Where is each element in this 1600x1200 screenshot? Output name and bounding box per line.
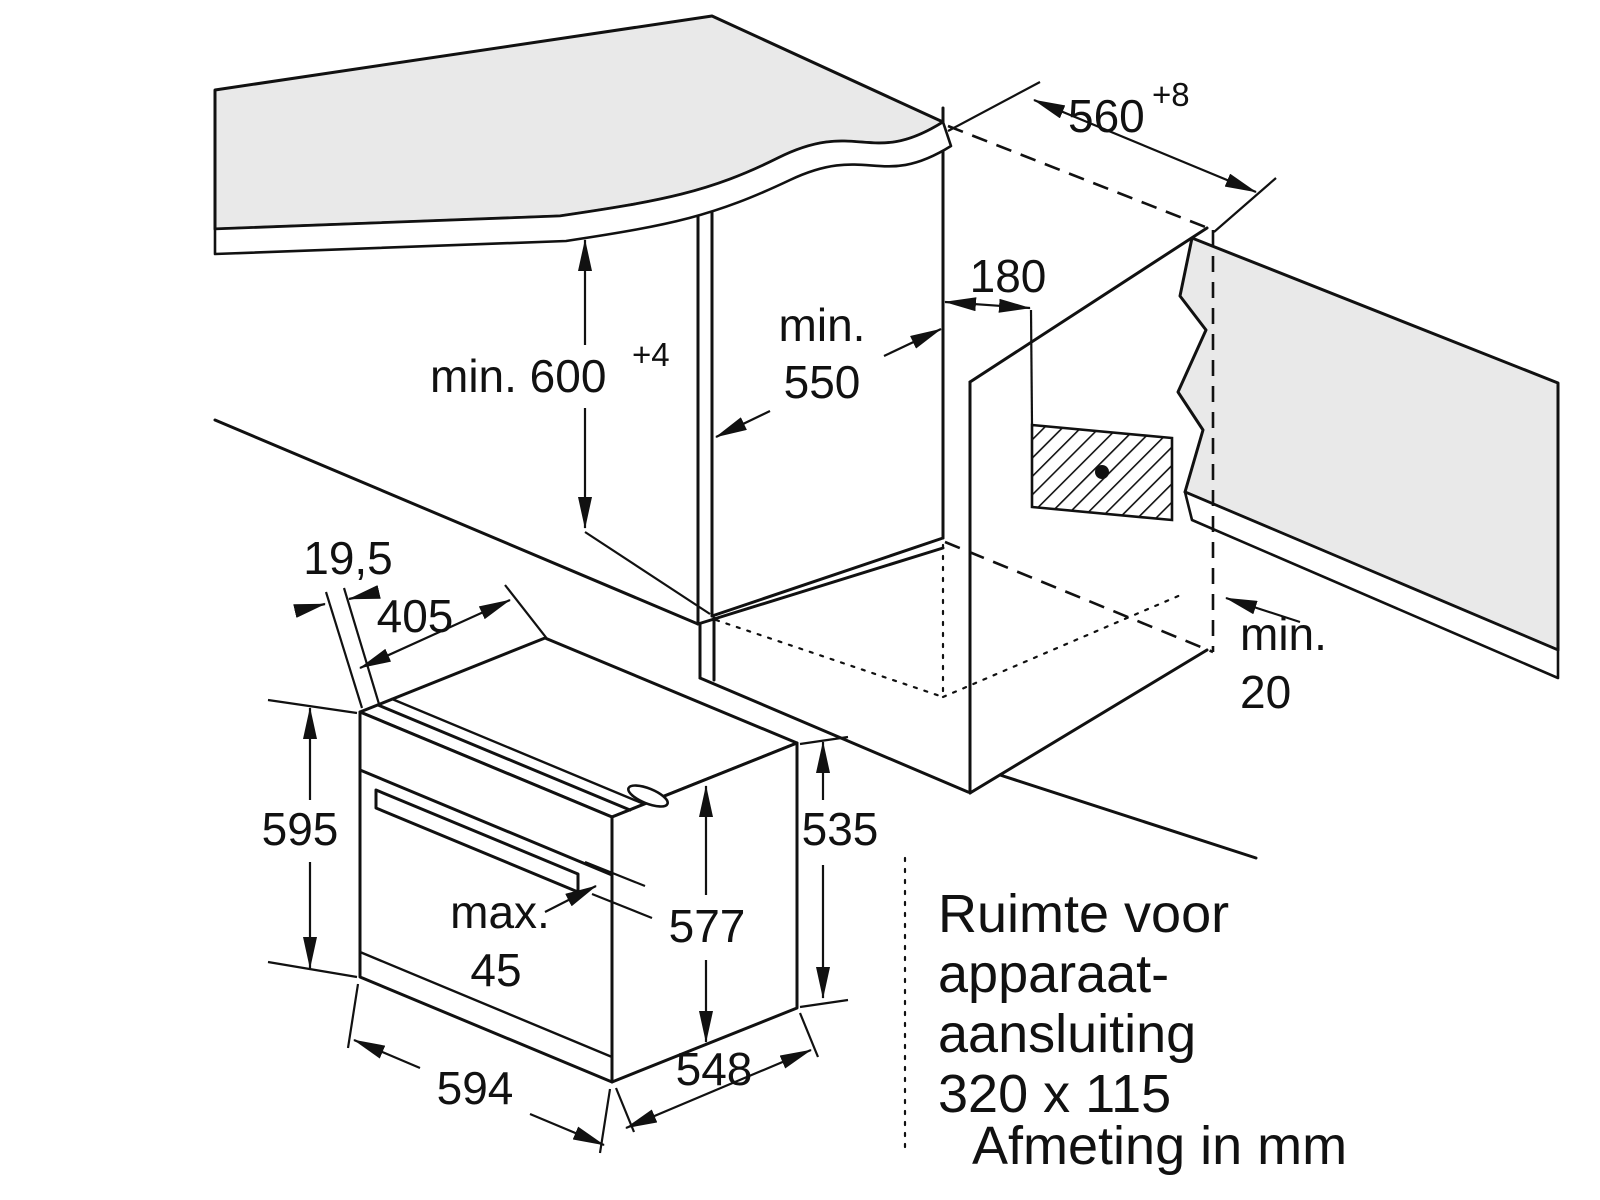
dim-label-rear-height: 535 <box>802 803 879 855</box>
countertop-right <box>1176 236 1560 680</box>
dimension-oven-width: 594 <box>346 983 612 1154</box>
dim-label-front-lip: 19,5 <box>303 532 393 584</box>
dimension-oven-depth: 548 <box>614 1012 820 1133</box>
countertop-left-surface <box>213 14 945 231</box>
note-connection-line-3: aansluiting <box>938 1004 1196 1064</box>
dim-label-niche-height: min. 600 <box>430 350 606 402</box>
dimension-rear-gap: min. 20 <box>1225 596 1327 718</box>
floor-line-left <box>213 418 700 626</box>
control-panel-line <box>358 768 614 877</box>
dim-label-top-depth: 405 <box>377 590 454 642</box>
dimension-body-height: 577 <box>669 785 746 1043</box>
dim-label-rear-gap-1: min. <box>1240 608 1327 660</box>
tall-cabinet <box>213 106 970 794</box>
countertop-left <box>213 14 953 256</box>
dim-label-niche-height-tolerance: +4 <box>632 336 670 373</box>
dim-label-handle-protrusion-1: max. <box>450 886 550 938</box>
dim-label-connection-offset: 180 <box>970 250 1047 302</box>
connection-area-hatch <box>1030 423 1174 522</box>
note-units: Afmeting in mm <box>972 1116 1347 1176</box>
dim-label-niche-width-2: 550 <box>784 356 861 408</box>
dim-label-handle-protrusion-2: 45 <box>470 944 521 996</box>
countertop-right-edge <box>1183 490 1560 680</box>
dimension-connection-offset: 180 <box>944 250 1047 425</box>
dim-label-niche-depth-tolerance: +8 <box>1152 76 1190 113</box>
side-wall-panel <box>968 226 1258 860</box>
dim-label-body-height: 577 <box>669 900 746 952</box>
dim-label-niche-depth: 560 <box>1068 90 1145 142</box>
floor-line-right <box>998 773 1258 860</box>
dimension-top-depth: 405 <box>359 584 549 670</box>
dimension-front-lip: 19,5 <box>293 532 393 709</box>
note-connection-line-1: Ruimte voor <box>938 884 1229 944</box>
dim-label-oven-depth: 548 <box>676 1043 753 1095</box>
plinth-line <box>698 676 970 794</box>
niche-hidden-edges <box>714 543 1185 699</box>
oven-front-face <box>358 710 614 1084</box>
dim-label-oven-width: 594 <box>437 1062 514 1114</box>
countertop-right-surface <box>1176 236 1560 652</box>
connection-point-dot <box>1095 465 1109 479</box>
dim-label-oven-height: 595 <box>262 803 339 855</box>
dimension-oven-height: 595 <box>262 698 358 979</box>
dimension-handle-protrusion: max. 45 <box>450 860 653 996</box>
dimension-niche-depth: 560 +8 <box>947 76 1277 233</box>
oven-top-grip-slot <box>627 784 669 808</box>
niche-back-dashed <box>944 124 1215 654</box>
note-connection-line-2: apparaat- <box>938 944 1169 1004</box>
dim-label-niche-width-1: min. <box>779 299 866 351</box>
door-bottom-line <box>358 950 614 1059</box>
note-connection-line-4: 320 x 115 <box>938 1064 1171 1124</box>
dimension-rear-height: 535 <box>799 735 879 1009</box>
note-connection: Ruimte voor apparaat- aansluiting 320 x … <box>938 884 1229 1124</box>
dimension-niche-width: min. 550 <box>715 299 942 438</box>
countertop-left-edge <box>213 120 953 256</box>
dim-label-rear-gap-2: 20 <box>1240 666 1291 718</box>
oven <box>358 636 799 1084</box>
dimension-niche-height: min. 600 +4 <box>430 239 711 615</box>
